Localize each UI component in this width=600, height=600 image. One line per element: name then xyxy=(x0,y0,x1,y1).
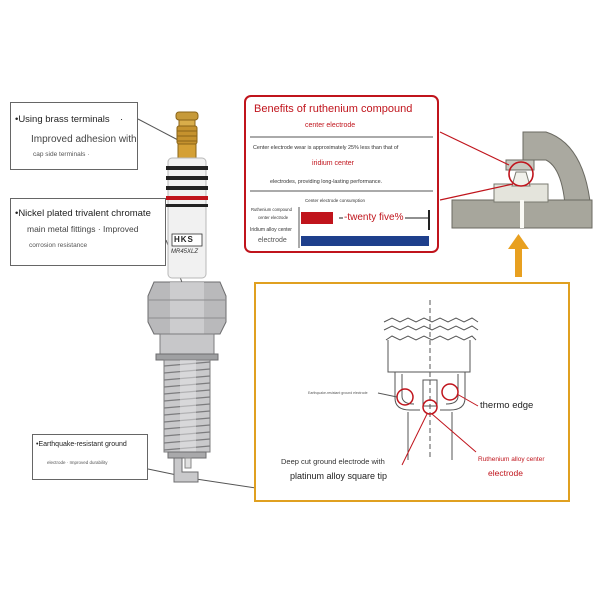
consumption-chart-title: Center electrode consumption xyxy=(305,198,366,203)
benefits-desc-3: electrodes, providing long-lasting perfo… xyxy=(270,179,383,185)
nickel-callout-line3: corrosion resistance xyxy=(29,242,88,249)
closeup-leader-1 xyxy=(439,131,510,166)
hks-logo-box xyxy=(171,233,203,247)
plug-brand-logo: HKS xyxy=(174,235,194,244)
iridium-bar xyxy=(301,236,429,246)
ground-electrode-callout: •Earthquake-resistant ground electrode ·… xyxy=(32,434,148,480)
benefits-title: Benefits of ruthenium compound xyxy=(254,103,413,115)
brass-callout-dot: · xyxy=(120,114,124,125)
benefits-desc-2: iridium center xyxy=(312,160,355,167)
ground-detail-line xyxy=(195,478,257,489)
detail-ground-label: Earthquake-resistant ground electrode xyxy=(308,391,368,395)
closeup-highlight-circle xyxy=(508,161,534,187)
nickel-plating-callout: •Nickel plated trivalent chromate main m… xyxy=(10,198,166,266)
ground-electrode xyxy=(173,457,199,483)
ruthenium-row-label-1: Ruthenium compound xyxy=(251,207,292,212)
ruthenium-alloy-label-2: electrode xyxy=(488,468,523,478)
terminal-cap xyxy=(175,111,199,121)
insulator-ring xyxy=(166,166,208,170)
deep-cut-label-1: Deep cut ground electrode with xyxy=(281,457,385,466)
benefits-box xyxy=(244,95,439,253)
cross-section-drawing xyxy=(383,300,479,460)
brass-callout-line2: Improved adhesion with xyxy=(31,134,137,145)
benefits-subtitle: center electrode xyxy=(305,122,356,129)
closeup-leader-2 xyxy=(439,183,514,201)
nickel-callout-title: •Nickel plated trivalent chromate xyxy=(15,208,151,219)
iridium-row-label-2: electrode xyxy=(258,237,287,244)
brass-callout-title: •Using brass terminals xyxy=(15,114,110,125)
plug-model-number: MR45XLZ xyxy=(171,249,199,255)
ruthenium-bar xyxy=(301,212,333,224)
benefits-desc-1: Center electrode wear is approximately 2… xyxy=(253,145,399,151)
electrode-closeup-image xyxy=(451,131,593,229)
deep-cut-label-2: platinum alloy square tip xyxy=(290,471,388,481)
ruthenium-row-label-2: center electrode xyxy=(258,215,289,220)
ruthenium-alloy-label-1: Ruthenium alloy center xyxy=(478,456,545,463)
nickel-callout-line2: main metal fittings · Improved xyxy=(27,224,139,234)
ground-callout-title: •Earthquake-resistant ground xyxy=(36,441,127,448)
brass-leader-line xyxy=(137,118,179,141)
up-arrow-icon xyxy=(508,234,529,277)
iridium-row-label-1: Iridium alloy center xyxy=(250,227,292,233)
detail-leader-lines xyxy=(377,392,479,466)
thermo-edge-label: thermo edge xyxy=(480,400,534,411)
gasket xyxy=(155,353,219,361)
spark-plug-image xyxy=(147,111,227,483)
ground-callout-line2: electrode · Improved durability xyxy=(47,460,108,465)
brass-callout-line3: cap side terminals · xyxy=(33,151,90,158)
brass-terminal-callout: •Using brass terminals · Improved adhesi… xyxy=(10,102,138,170)
reduction-annotation: -twenty five% xyxy=(344,212,404,223)
